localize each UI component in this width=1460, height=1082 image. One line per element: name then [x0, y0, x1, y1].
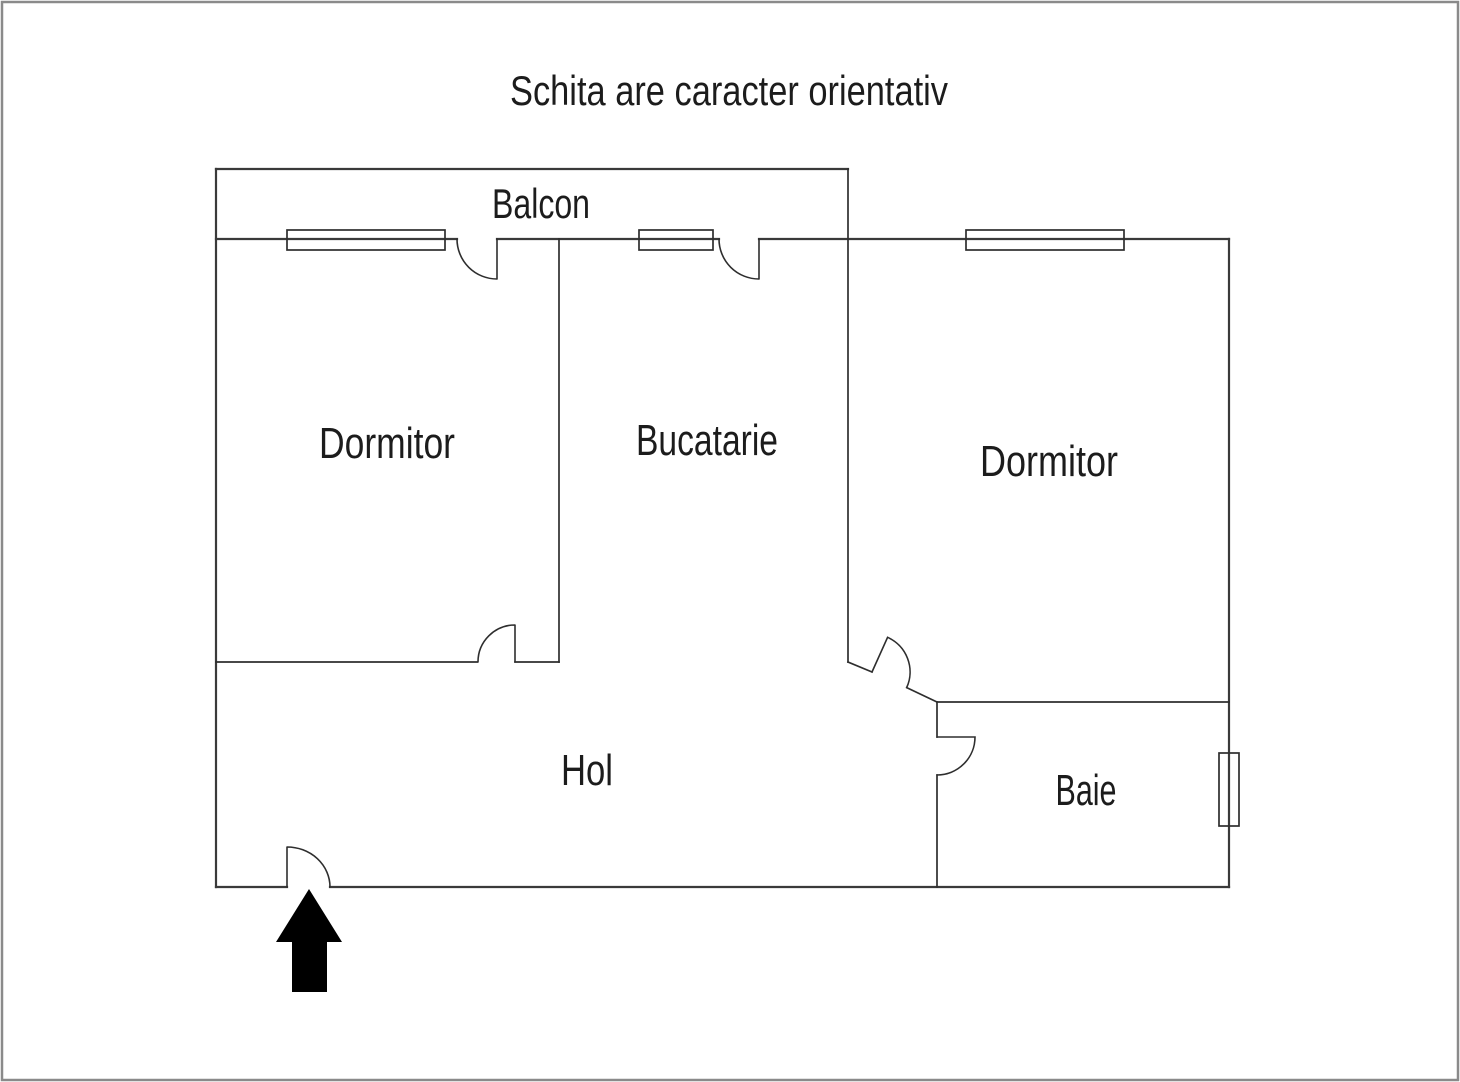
- windows: [286, 229, 1240, 827]
- room-label-baie: Baie: [1056, 766, 1117, 815]
- room-label-dormitor-right: Dormitor: [980, 437, 1118, 486]
- page-title: Schita are caracter orientativ: [510, 67, 948, 114]
- window-dormitor-right: [965, 229, 1125, 251]
- door-dormitor-right-hol: [871, 636, 911, 689]
- door-baie-hol: [936, 736, 976, 776]
- door-balcony-bucatarie: [718, 238, 760, 280]
- door-dormitor-left-hol: [477, 624, 516, 663]
- doors: [286, 238, 976, 888]
- entrance-arrow-icon: [276, 889, 342, 992]
- room-label-dormitor-left: Dormitor: [319, 419, 455, 468]
- window-dormitor-left: [286, 229, 446, 251]
- room-label-bucatarie: Bucatarie: [636, 416, 778, 465]
- window-baie: [1218, 752, 1240, 827]
- labels: Schita are caracter orientativ Balcon Do…: [319, 67, 1118, 815]
- interior-walls: [215, 168, 1230, 888]
- exterior-walls: [214, 167, 1231, 889]
- room-label-balcon: Balcon: [492, 180, 590, 227]
- room-label-hol: Hol: [561, 746, 613, 795]
- wall-diagonal-hol-dormitor-right: [846, 660, 939, 704]
- door-entrance: [286, 846, 331, 888]
- window-bucatarie: [638, 229, 714, 251]
- door-balcony-dormitor-left: [456, 238, 498, 280]
